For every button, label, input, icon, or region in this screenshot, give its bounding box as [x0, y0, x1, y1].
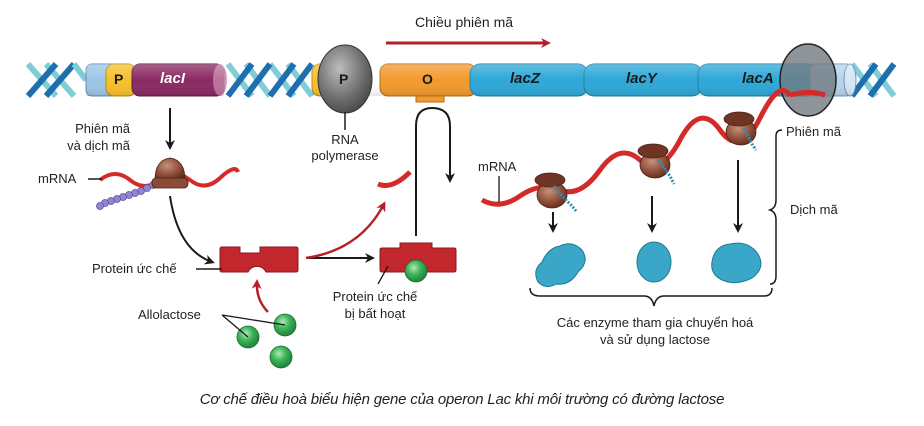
enzyme-transacetylase-icon	[711, 242, 762, 284]
allolactose-label: Allolactose	[138, 307, 201, 322]
rna-polymerase-label-line1: RNA	[331, 132, 359, 147]
allolactose-binding-arrow	[251, 279, 269, 313]
ribosome-2-icon	[637, 143, 676, 185]
transcribe-translate-label-line2: và dịch mã	[67, 138, 130, 153]
mrna-fragment-icon	[377, 170, 412, 188]
enzymes-label-line1: Các enzyme tham gia chuyển hoá	[556, 315, 754, 330]
ribosome-left-icon	[151, 157, 189, 189]
translation-label: Dịch mã	[790, 202, 838, 217]
transcription-direction-label: Chiều phiên mã	[414, 14, 514, 30]
transcription-bracket	[767, 129, 783, 285]
operator-label: O	[422, 71, 433, 87]
allolactose-pointer	[221, 314, 286, 338]
transcription-label: Phiên mã	[786, 124, 841, 139]
enzymes-label-line2: và sử dụng lactose	[600, 332, 710, 347]
enzymes-bracket	[529, 287, 773, 307]
dna-helix-middle	[225, 62, 315, 98]
lacY-gene-label: lacY	[626, 70, 657, 87]
ribosome-3-icon	[723, 111, 758, 151]
regulator-promoter-label: P	[114, 71, 124, 87]
repressor-label: Protein ức chế	[92, 261, 177, 276]
mrna-right-label: mRNA	[478, 159, 517, 174]
repressor-release-arrow	[305, 201, 386, 260]
inactive-repressor-label-line2: bị bất hoạt	[344, 306, 406, 321]
inactive-repressor-icon	[379, 242, 457, 273]
repressor-synthesis-arrow	[169, 195, 215, 265]
enzyme-permease-icon	[636, 241, 672, 283]
mrna-emerging	[789, 90, 826, 98]
figure-caption: Cơ chế điều hoà biểu hiện gene của opero…	[199, 391, 725, 408]
transcribe-translate-label-line1: Phiên mã	[75, 121, 130, 136]
dna-helix-left	[25, 62, 89, 98]
lacA-gene-label: lacA	[742, 70, 774, 87]
inactive-repressor-label-line1: Protein ức chế	[332, 289, 418, 304]
lacI-gene-label: lacI	[160, 70, 186, 87]
rna-polymerase-label-line2: polymerase	[311, 148, 379, 163]
repressor-protein-icon	[219, 246, 299, 273]
lacZ-gene-label: lacZ	[510, 70, 541, 87]
bound-allolactose-molecule	[404, 259, 428, 283]
repressor-detach-arrow	[415, 106, 455, 236]
rna-polymerase-end-icon	[779, 43, 837, 117]
operon-promoter-label: P	[339, 71, 349, 87]
regulator-region	[85, 63, 227, 97]
dna-helix-right	[849, 62, 897, 98]
enzyme-beta-galactosidase-icon	[535, 243, 586, 288]
inactive-repressor-pointer	[377, 265, 389, 285]
allolactose-molecule	[269, 345, 293, 369]
mrna-strand-right	[480, 88, 793, 207]
ribosome-1-icon	[534, 172, 578, 212]
mrna-left-label: mRNA	[38, 171, 77, 186]
